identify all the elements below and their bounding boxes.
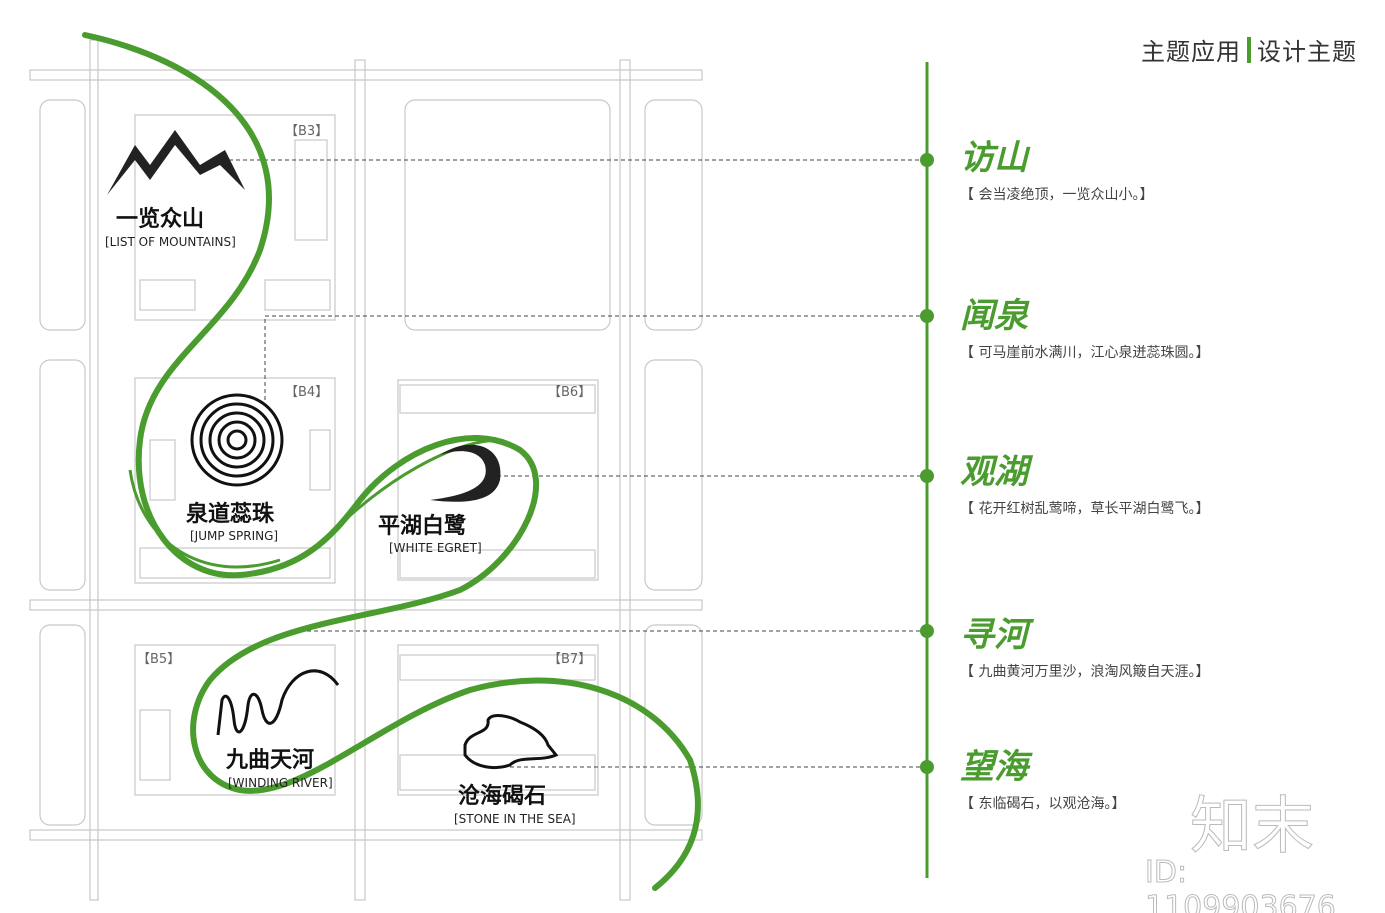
theme-title: 寻河 — [960, 615, 1028, 655]
page-header: 主题应用 设计主题 — [1141, 32, 1357, 67]
watermark-logo: 知末 — [1189, 789, 1315, 863]
map-sub-river: [WINDING RIVER] — [228, 776, 333, 790]
spring-circles-icon — [190, 393, 284, 487]
theme-poem: 【 东临碣石，以观沧海。】 — [960, 796, 1126, 812]
theme-item-mountain: 访山 【 会当凌绝顶，一览众山小。】 — [960, 138, 1153, 204]
connector-lines — [215, 159, 927, 768]
green-brush-path — [82, 32, 701, 891]
header-section: 主题应用 — [1141, 38, 1241, 66]
header-divider — [1247, 36, 1251, 63]
theme-poem: 【 会当凌绝顶，一览众山小。】 — [960, 187, 1154, 203]
watermark-id: ID: 1109903676 — [1145, 855, 1337, 913]
map-label-mountains: 一览众山 — [116, 206, 204, 232]
theme-title: 访山 — [960, 138, 1028, 178]
theme-title: 望海 — [960, 747, 1028, 787]
mountains-icon — [107, 130, 245, 195]
theme-item-river: 寻河 【 九曲黄河万里沙，浪淘风簸自天涯。】 — [960, 615, 1209, 681]
header-title: 设计主题 — [1257, 38, 1357, 66]
timeline-dots — [920, 153, 934, 774]
theme-title: 闻泉 — [960, 296, 1028, 336]
map-sub-mountains: [LIST OF MOUNTAINS] — [105, 235, 236, 249]
block-label-b6: 【B6】 — [548, 385, 591, 400]
river-wave-icon — [216, 669, 340, 736]
theme-title: 观湖 — [960, 452, 1028, 492]
map-label-spring: 泉道蕊珠 — [186, 501, 275, 527]
theme-poem: 【 花开红树乱莺啼，草长平湖白鹭飞。】 — [960, 501, 1210, 517]
map-sub-spring: [JUMP SPRING] — [190, 529, 278, 543]
theme-poem: 【 可马崖前水满川，江心泉迸蕊珠圆。】 — [960, 345, 1210, 361]
block-label-b7: 【B7】 — [548, 652, 591, 667]
map-label-sea: 沧海碣石 — [458, 783, 546, 809]
block-label-b3: 【B3】 — [285, 124, 328, 139]
map-sub-sea: [STONE IN THE SEA] — [454, 812, 576, 826]
map-sub-egret: [WHITE EGRET] — [389, 541, 482, 555]
block-label-b4: 【B4】 — [285, 385, 328, 400]
theme-poem: 【 九曲黄河万里沙，浪淘风簸自天涯。】 — [960, 664, 1210, 680]
map-label-river: 九曲天河 — [225, 747, 314, 773]
theme-item-lake: 观湖 【 花开红树乱莺啼，草长平湖白鹭飞。】 — [960, 452, 1209, 518]
stone-outline-icon — [463, 714, 559, 769]
theme-item-spring: 闻泉 【 可马崖前水满川，江心泉迸蕊珠圆。】 — [960, 296, 1209, 362]
theme-item-sea: 望海 【 东临碣石，以观沧海。】 — [960, 747, 1125, 813]
block-label-b5: 【B5】 — [137, 652, 180, 667]
egret-wave-icon — [430, 444, 501, 502]
map-label-egret: 平湖白鹭 — [378, 513, 467, 539]
